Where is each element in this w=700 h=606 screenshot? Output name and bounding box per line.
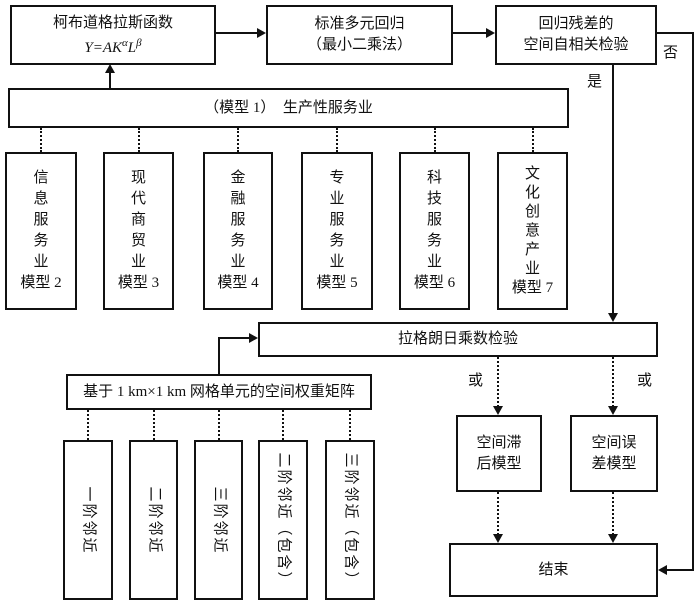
connector-weight-to-neighbor5 bbox=[349, 410, 351, 440]
node-autocorr-line1: 回归残差的 bbox=[538, 16, 614, 32]
line-no-horizontal-top bbox=[657, 32, 694, 34]
connector-error-model-to-end bbox=[612, 492, 614, 535]
connector-weight-to-neighbor2 bbox=[153, 410, 155, 440]
connector-model1-to-model3 bbox=[138, 128, 140, 152]
arrowhead-lag-model-to-end bbox=[493, 534, 503, 543]
label-or-right: 或 bbox=[636, 369, 654, 390]
node-model7-cultural-creative: 文化创意产业 模型 7 bbox=[497, 152, 568, 310]
arrowhead-lagrange-to-error-model bbox=[608, 406, 618, 415]
line-weight-to-lagrange-vertical bbox=[218, 338, 220, 374]
node-model4-financial-services: 金融服务业 模型 4 bbox=[203, 152, 273, 310]
node-model1-producer-services: （模型 1） 生产性服务业 bbox=[8, 88, 569, 128]
node-neighbor-first-order: 一阶邻近 bbox=[63, 440, 113, 600]
connector-weight-to-neighbor4 bbox=[282, 410, 284, 440]
connector-model1-to-model7 bbox=[532, 128, 534, 152]
label-yes: 是 bbox=[586, 70, 604, 91]
arrow-ols-to-autocorr bbox=[453, 32, 487, 34]
model5-tag: 模型 5 bbox=[316, 275, 358, 291]
node-model2-information-services: 信息服务业 模型 2 bbox=[5, 152, 77, 310]
node-ols-line1: 标准多元回归 bbox=[314, 16, 405, 32]
node-weight-matrix-label: 基于 1 km×1 km 网格单元的空间权重矩阵 bbox=[83, 383, 355, 400]
node-neighbor-second-order-inclusive: 二阶邻近（包含） bbox=[258, 440, 308, 600]
node-model1-label: （模型 1） 生产性服务业 bbox=[204, 99, 373, 116]
model3-tag: 模型 3 bbox=[117, 275, 160, 291]
node-end: 结束 bbox=[449, 543, 658, 597]
node-lagrange-label: 拉格朗日乘数检验 bbox=[397, 331, 518, 347]
line-weight-to-lagrange-horizontal bbox=[218, 337, 250, 339]
arrowhead-yes-to-lagrange bbox=[608, 313, 618, 322]
connector-weight-to-neighbor3 bbox=[218, 410, 220, 440]
model7-tag: 模型 7 bbox=[511, 279, 554, 296]
connector-weight-to-neighbor1 bbox=[87, 410, 89, 440]
cobb-douglas-formula: Y=AKαLβ bbox=[84, 37, 142, 56]
connector-model1-to-model5 bbox=[336, 128, 338, 152]
node-lagrange-multiplier-test: 拉格朗日乘数检验 bbox=[258, 322, 658, 357]
connector-model1-to-model4 bbox=[237, 128, 239, 152]
connector-lag-model-to-end bbox=[497, 492, 499, 535]
node-spatial-autocorrelation-test: 回归残差的 空间自相关检验 bbox=[495, 5, 657, 65]
node-spatial-lag-model: 空间滞 后模型 bbox=[456, 415, 542, 492]
node-neighbor-third-order-inclusive: 三阶邻近（包含） bbox=[325, 440, 375, 600]
connector-lagrange-to-error-model bbox=[612, 357, 614, 407]
arrow-cobb-to-ols bbox=[216, 32, 258, 34]
model4-tag: 模型 4 bbox=[217, 275, 259, 291]
node-model5-professional-services: 专业服务业 模型 5 bbox=[301, 152, 373, 310]
node-ols-regression: 标准多元回归 （最小二乘法） bbox=[266, 5, 453, 65]
node-autocorr-line2: 空间自相关检验 bbox=[523, 37, 629, 53]
node-end-label: 结束 bbox=[538, 561, 569, 578]
arrow-model1-to-cobb bbox=[109, 72, 111, 88]
arrowhead-error-model-to-end bbox=[608, 534, 618, 543]
node-neighbor-third-order: 三阶邻近 bbox=[194, 440, 243, 600]
model2-tag: 模型 2 bbox=[20, 275, 62, 291]
arrowhead-cobb-to-ols bbox=[257, 28, 266, 38]
connector-lagrange-to-lag-model bbox=[497, 357, 499, 407]
label-no: 否 bbox=[662, 41, 680, 62]
arrowhead-ols-to-autocorr bbox=[486, 28, 495, 38]
model6-tag: 模型 6 bbox=[413, 275, 456, 291]
label-or-left: 或 bbox=[467, 369, 485, 390]
connector-model1-to-model2 bbox=[40, 128, 42, 152]
arrowhead-lagrange-to-lag-model bbox=[493, 406, 503, 415]
line-no-horizontal-bottom bbox=[666, 569, 694, 571]
arrow-yes-autocorr-to-lagrange bbox=[612, 65, 614, 314]
node-neighbor-second-order: 二阶邻近 bbox=[129, 440, 178, 600]
arrowhead-no-to-end bbox=[658, 565, 667, 575]
arrowhead-weight-to-lagrange bbox=[249, 333, 258, 343]
node-spatial-error-model: 空间误 差模型 bbox=[570, 415, 658, 492]
node-model6-scitech-services: 科技服务业 模型 6 bbox=[399, 152, 470, 310]
node-ols-line2: （最小二乘法） bbox=[306, 37, 412, 53]
connector-model1-to-model6 bbox=[434, 128, 436, 152]
node-cobb-douglas-title: 柯布道格拉斯函数 bbox=[52, 15, 173, 31]
node-spatial-weight-matrix: 基于 1 km×1 km 网格单元的空间权重矩阵 bbox=[66, 374, 372, 410]
node-model3-modern-commerce: 现代商贸业 模型 3 bbox=[103, 152, 174, 310]
node-cobb-douglas: 柯布道格拉斯函数 Y=AKαLβ bbox=[10, 5, 216, 65]
line-no-vertical bbox=[692, 32, 694, 571]
arrowhead-model1-to-cobb bbox=[105, 64, 115, 73]
